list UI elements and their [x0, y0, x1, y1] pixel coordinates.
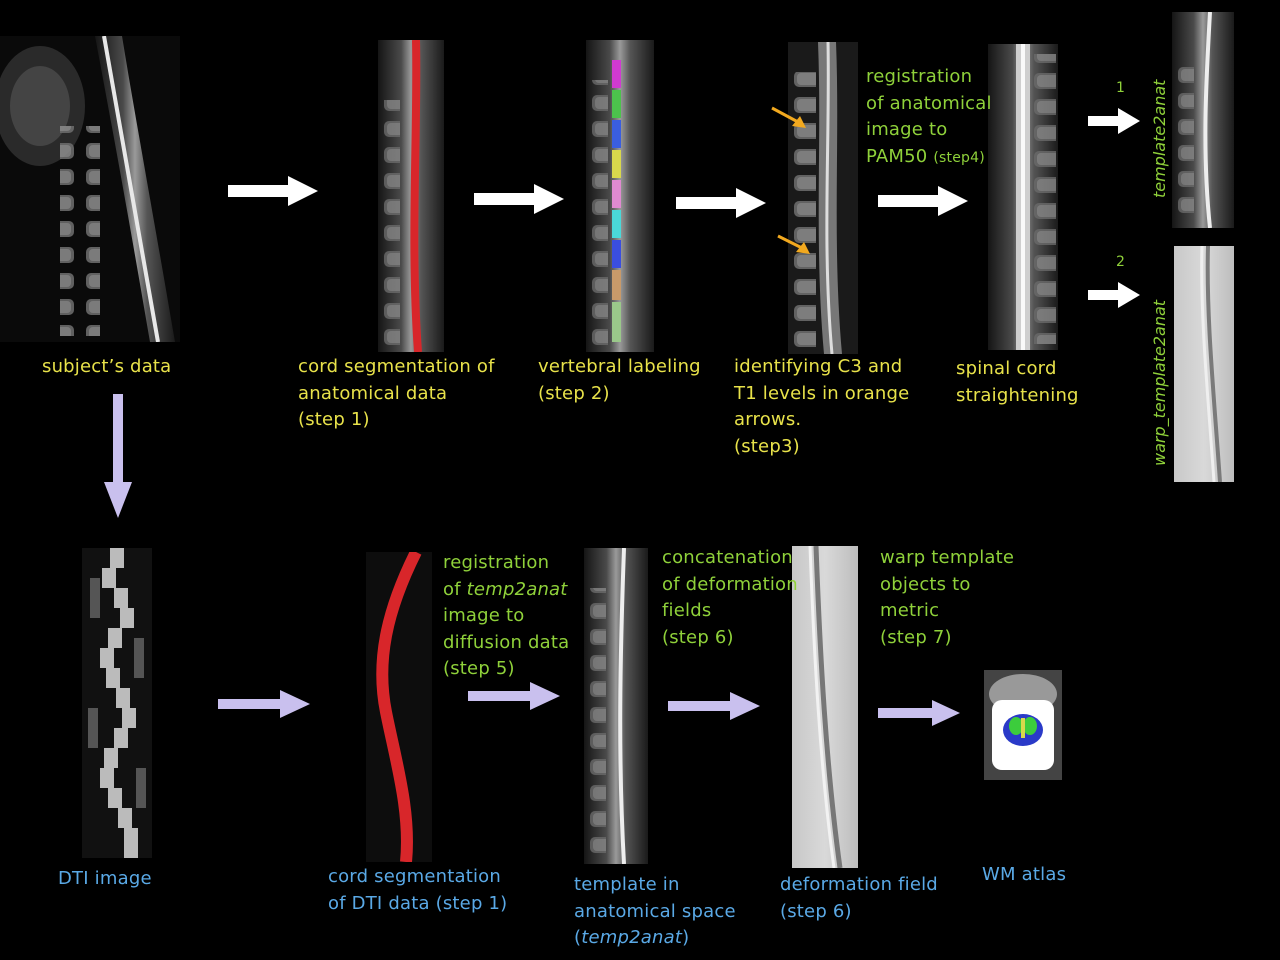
arrow-dti-to-segmentation [218, 690, 310, 718]
template2anat-image [1172, 12, 1234, 228]
label-line: fields [662, 600, 712, 621]
label-line: of temp2anat [443, 577, 569, 604]
pam50-text: PAM50 [866, 145, 928, 167]
subject-data-label: subject’s data [42, 356, 172, 377]
orange-arrow-c3 [770, 104, 810, 132]
template-anatomical-space-image [584, 548, 648, 864]
subject-mri-image [0, 36, 180, 342]
label-line: spinal cord [956, 358, 1057, 379]
template2anat-label: template2anat [1150, 79, 1169, 198]
label-line: vertebral labeling [538, 356, 701, 377]
label-line: concatenation [662, 547, 793, 568]
label-line: of deformation [662, 573, 798, 595]
arrow-deformation-to-atlas [878, 700, 960, 726]
straightened-cord-image [988, 44, 1058, 350]
label-line: (step 5) [443, 658, 515, 679]
warp-template2anat-image [1174, 246, 1234, 482]
temp2anat-text: temp2anat [466, 578, 568, 600]
label-line: identifying C3 and [734, 356, 903, 377]
deformation-field-image [792, 546, 858, 868]
cord-segmentation-label: cord segmentation of anatomical data (st… [298, 354, 495, 434]
identifying-levels-label: identifying C3 and T1 levels in orange a… [734, 354, 909, 460]
arrow-output-2 [1088, 282, 1140, 308]
template-anatomical-space-label: template in anatomical space (temp2anat) [574, 872, 736, 952]
label-line: deformation field [780, 874, 938, 895]
label-line: anatomical space [574, 900, 736, 922]
output-1-number: 1 [1116, 80, 1125, 96]
label-line: image to [866, 119, 948, 140]
arrow-segmentation-to-labeling [474, 184, 564, 214]
arrow-subject-to-segmentation [228, 176, 318, 206]
registration-temp2anat-label: registration of temp2anat image to diffu… [443, 550, 569, 683]
label-line: (temp2anat) [574, 925, 736, 952]
cord-segmentation-image [378, 40, 444, 352]
concatenation-label: concatenation of deformation fields (ste… [662, 545, 798, 651]
wm-atlas-label: WM atlas [982, 864, 1067, 885]
label-line: T1 levels in orange [734, 382, 910, 404]
arrow-output-1 [1088, 108, 1140, 134]
label-line: straightening [956, 384, 1079, 406]
c3-t1-identification-image [788, 42, 858, 354]
label-line: (step 1) [298, 409, 370, 430]
label-line: of anatomical [866, 92, 992, 114]
dti-image [82, 548, 152, 858]
arrow-template-to-deformation [668, 692, 760, 720]
dti-cord-segmentation-image [366, 552, 432, 862]
label-line: anatomical data [298, 382, 448, 404]
label-text: ) [682, 927, 690, 948]
label-line: (step 6) [662, 626, 734, 648]
wm-atlas-image [984, 670, 1062, 780]
arrow-identification-to-straightening [878, 186, 968, 216]
arrow-segmentation-to-template [468, 682, 560, 710]
label-line: PAM50 (step4) [866, 144, 992, 172]
label-line: warp template [880, 547, 1015, 568]
straightening-label: spinal cord straightening [956, 356, 1079, 409]
label-line: cord segmentation of [298, 356, 495, 377]
label-line: diffusion data [443, 631, 570, 653]
label-line: objects to [880, 573, 971, 595]
arrow-subject-to-dti [104, 394, 132, 518]
label-line: template in [574, 874, 680, 895]
output-2-number: 2 [1116, 254, 1125, 270]
vertebral-labeling-image [586, 40, 654, 352]
step4-text: (step4) [933, 149, 985, 166]
registration-pam50-label: registration of anatomical image to PAM5… [866, 64, 992, 171]
label-line: image to [443, 605, 525, 626]
warp-template-label: warp template objects to metric (step 7) [880, 545, 1014, 651]
label-line: metric [880, 600, 940, 621]
label-line: registration [866, 66, 973, 87]
temp2anat-text: temp2anat [581, 927, 683, 948]
deformation-field-label: deformation field (step 6) [780, 872, 938, 925]
label-line: arrows. [734, 409, 802, 430]
orange-arrow-t1 [776, 232, 812, 258]
warp-template2anat-label: warp_template2anat [1150, 299, 1169, 466]
label-line: (step3) [734, 435, 800, 457]
label-line: (step 7) [880, 626, 952, 648]
label-line: (step 2) [538, 382, 610, 404]
label-line: registration [443, 552, 550, 573]
dti-segmentation-label: cord segmentation of DTI data (step 1) [328, 864, 507, 917]
label-line: (step 6) [780, 900, 852, 922]
arrow-labeling-to-identification [676, 188, 766, 218]
vertebral-labeling-label: vertebral labeling (step 2) [538, 354, 701, 407]
label-text: of [443, 578, 467, 600]
label-text: ( [574, 927, 582, 948]
label-line: cord segmentation [328, 866, 502, 887]
label-line: of DTI data (step 1) [328, 892, 508, 914]
dti-image-label: DTI image [58, 868, 152, 889]
